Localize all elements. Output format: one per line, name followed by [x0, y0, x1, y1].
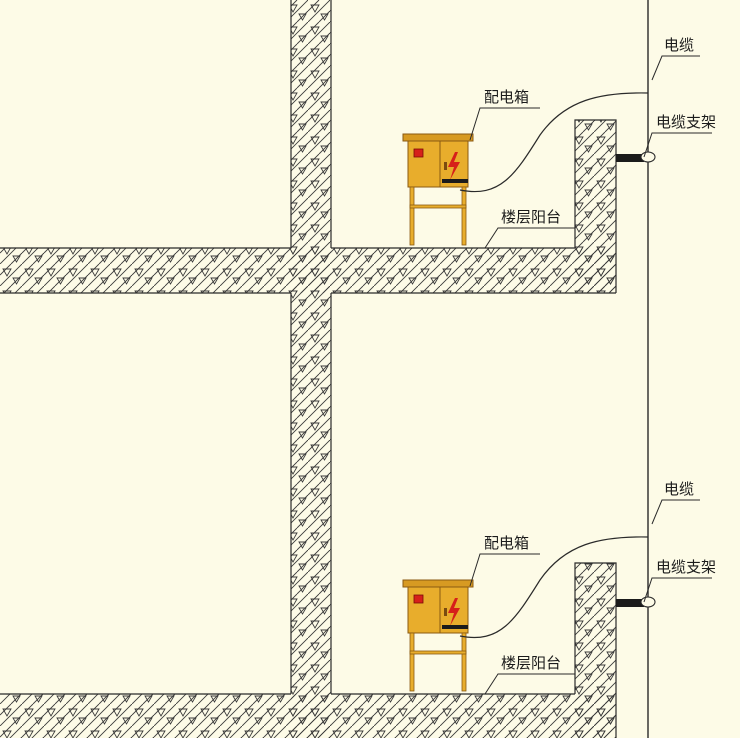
label-floor-balcony-lower: 楼层阳台: [501, 654, 561, 672]
distribution-box-lower: [402, 579, 474, 692]
label-cable-support-upper: 电缆支架: [656, 113, 716, 131]
label-cable-upper: 电缆: [664, 36, 694, 54]
lower-balcony-parapet: [575, 563, 616, 738]
branch-cable-upper: [459, 92, 649, 193]
label-cable-lower: 电缆: [664, 480, 694, 498]
upper-floor-slab: [0, 248, 616, 293]
label-cable-support-lower: 电缆支架: [656, 558, 716, 576]
central-column: [291, 0, 331, 738]
cable-support-lower: [616, 599, 644, 607]
upper-balcony-parapet: [575, 120, 616, 293]
label-distribution-box-upper: 配电箱: [484, 88, 529, 106]
distribution-box-upper: [402, 133, 474, 246]
branch-cable-lower: [459, 536, 649, 639]
cable-support-upper: [616, 154, 644, 162]
label-distribution-box-lower: 配电箱: [484, 534, 529, 552]
label-floor-balcony-upper: 楼层阳台: [501, 208, 561, 226]
lower-floor-slab: [0, 694, 616, 738]
